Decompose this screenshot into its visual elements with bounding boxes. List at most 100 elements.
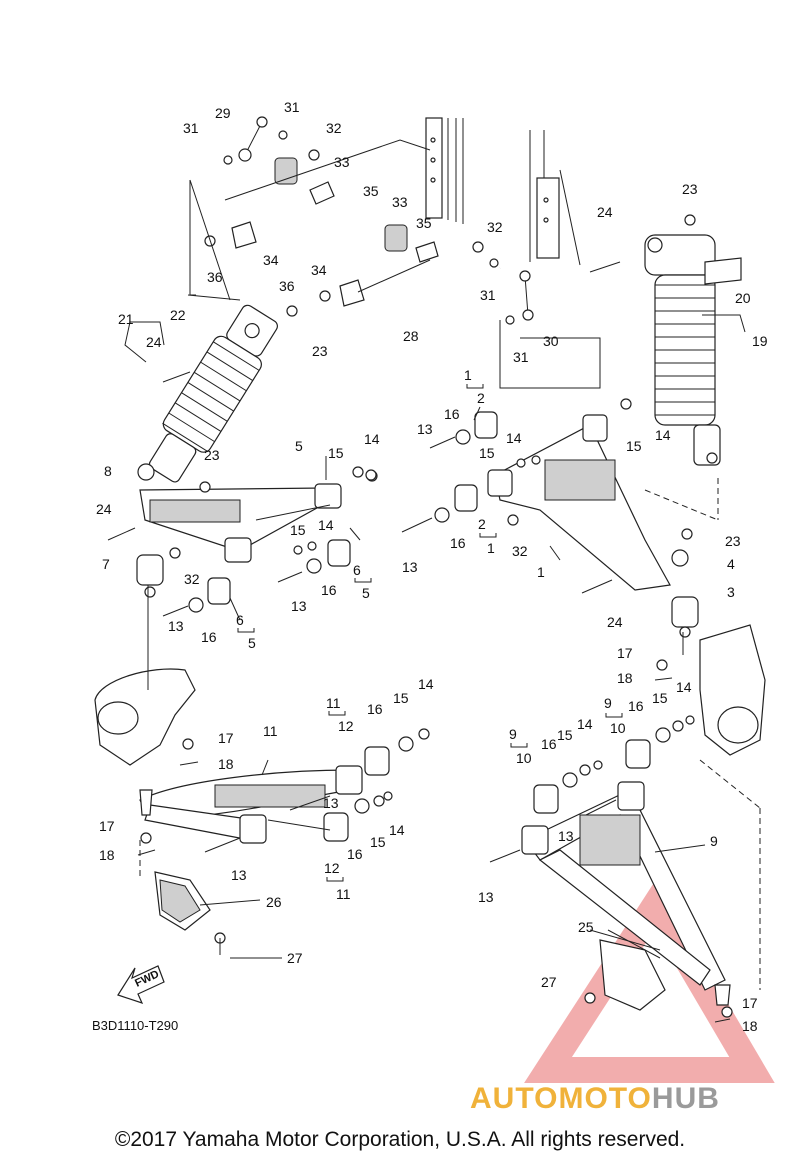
bushings-hardware bbox=[107, 130, 733, 1023]
callout-15: 15 bbox=[393, 690, 409, 706]
stabilizer-links bbox=[238, 116, 534, 321]
callout-16: 16 bbox=[628, 698, 644, 714]
callout-25: 25 bbox=[578, 919, 594, 935]
lower-arm-left bbox=[139, 765, 363, 844]
lower-arm-right bbox=[521, 781, 726, 991]
shock-absorber-left bbox=[148, 304, 278, 483]
callout-12: 12 bbox=[324, 860, 340, 876]
callout-13: 13 bbox=[558, 828, 574, 844]
callout-13: 13 bbox=[402, 559, 418, 575]
callout-31: 31 bbox=[284, 99, 300, 115]
callout-15: 15 bbox=[370, 834, 386, 850]
callout-8: 8 bbox=[104, 463, 112, 479]
ball-joints bbox=[136, 554, 731, 1006]
callout-14: 14 bbox=[676, 679, 692, 695]
callout-11: 11 bbox=[326, 695, 341, 711]
brand-part-hub: HUB bbox=[651, 1082, 720, 1115]
callout-35: 35 bbox=[416, 215, 432, 231]
callout-6: 6 bbox=[236, 612, 244, 628]
callout-13: 13 bbox=[417, 421, 433, 437]
callout-13: 13 bbox=[323, 795, 339, 811]
callout-17: 17 bbox=[742, 995, 758, 1011]
callout-32: 32 bbox=[326, 120, 342, 136]
callout-24: 24 bbox=[607, 614, 623, 630]
brand-part-moto: MOTO bbox=[558, 1082, 652, 1115]
forward-arrow-icon: FWD bbox=[117, 965, 165, 1004]
callout-34: 34 bbox=[311, 262, 327, 278]
callout-16: 16 bbox=[444, 406, 460, 422]
callout-31: 31 bbox=[183, 120, 199, 136]
callout-3: 3 bbox=[727, 584, 735, 600]
callout-21: 21 bbox=[118, 311, 134, 327]
callout-2: 2 bbox=[478, 516, 486, 532]
stabilizer-bar bbox=[231, 148, 503, 307]
callout-10: 10 bbox=[610, 720, 626, 736]
steering-knuckle-left bbox=[94, 668, 196, 766]
callout-36: 36 bbox=[207, 269, 223, 285]
callout-23: 23 bbox=[682, 181, 698, 197]
callout-31: 31 bbox=[513, 349, 529, 365]
callout-11: 11 bbox=[263, 723, 278, 739]
callout-18: 18 bbox=[99, 847, 115, 863]
callout-24: 24 bbox=[96, 501, 112, 517]
callout-14: 14 bbox=[577, 716, 593, 732]
callout-34: 34 bbox=[263, 252, 279, 268]
callout-18: 18 bbox=[218, 756, 234, 772]
callout-16: 16 bbox=[347, 846, 363, 862]
callout-35: 35 bbox=[363, 183, 379, 199]
callout-9: 9 bbox=[509, 726, 517, 742]
callout-31: 31 bbox=[480, 287, 496, 303]
callout-13: 13 bbox=[478, 889, 494, 905]
frame-bracket-left bbox=[425, 117, 464, 224]
callout-16: 16 bbox=[541, 736, 557, 752]
callout-23: 23 bbox=[725, 533, 741, 549]
shock-absorber-right bbox=[644, 234, 742, 466]
callout-9: 9 bbox=[710, 833, 718, 849]
callout-14: 14 bbox=[364, 431, 380, 447]
callout-26: 26 bbox=[266, 894, 282, 910]
steering-knuckle-right bbox=[699, 624, 766, 756]
callout-5: 5 bbox=[248, 635, 256, 651]
callout-5: 5 bbox=[362, 585, 370, 601]
callout-15: 15 bbox=[479, 445, 495, 461]
callout-11: 11 bbox=[336, 886, 351, 902]
callout-23: 23 bbox=[204, 447, 220, 463]
callout-15: 15 bbox=[626, 438, 642, 454]
callout-14: 14 bbox=[318, 517, 334, 533]
callout-13: 13 bbox=[231, 867, 247, 883]
group-brackets bbox=[237, 384, 623, 882]
guard-left bbox=[154, 871, 211, 931]
callout-14: 14 bbox=[506, 430, 522, 446]
callout-15: 15 bbox=[290, 522, 306, 538]
callout-labels: 31 29 31 32 33 35 33 35 32 36 34 34 36 3… bbox=[96, 99, 768, 1034]
callout-33: 33 bbox=[334, 154, 350, 170]
callout-23: 23 bbox=[312, 343, 328, 359]
callout-17: 17 bbox=[617, 645, 633, 661]
callout-20: 20 bbox=[735, 290, 751, 306]
callout-36: 36 bbox=[279, 278, 295, 294]
callout-14: 14 bbox=[418, 676, 434, 692]
callout-30: 30 bbox=[543, 333, 559, 349]
callout-12: 12 bbox=[338, 718, 354, 734]
callout-22: 22 bbox=[170, 307, 186, 323]
upper-arm-left bbox=[139, 483, 342, 563]
callout-29: 29 bbox=[215, 105, 231, 121]
callout-16: 16 bbox=[450, 535, 466, 551]
callout-24: 24 bbox=[597, 204, 613, 220]
callout-1: 1 bbox=[464, 367, 472, 383]
callout-27: 27 bbox=[541, 974, 557, 990]
callout-15: 15 bbox=[652, 690, 668, 706]
callout-16: 16 bbox=[367, 701, 383, 717]
callout-17: 17 bbox=[218, 730, 234, 746]
callout-32: 32 bbox=[184, 571, 200, 587]
callout-6: 6 bbox=[353, 562, 361, 578]
callout-28: 28 bbox=[403, 328, 419, 344]
callout-5: 5 bbox=[295, 438, 303, 454]
callout-7: 7 bbox=[102, 556, 110, 572]
callout-15: 15 bbox=[557, 727, 573, 743]
callout-16: 16 bbox=[321, 582, 337, 598]
diagram-code: B3D1110-T290 bbox=[92, 1018, 178, 1033]
callout-1: 1 bbox=[537, 564, 545, 580]
callout-10: 10 bbox=[516, 750, 532, 766]
